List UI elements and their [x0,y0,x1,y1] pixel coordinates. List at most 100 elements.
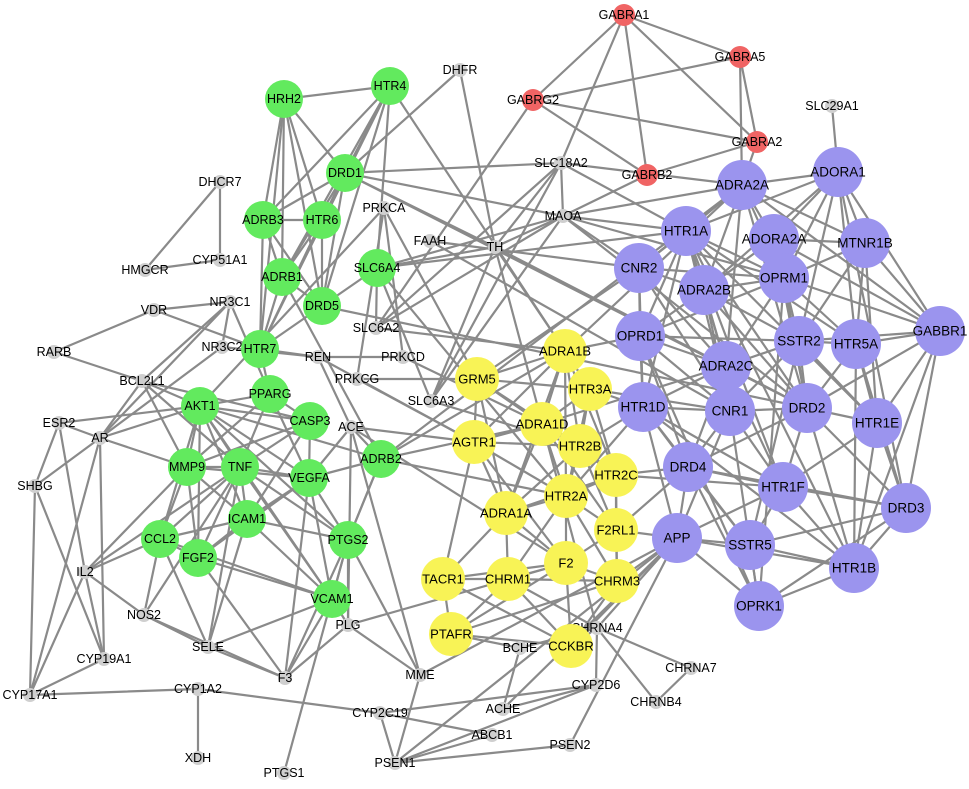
node-circle[interactable] [141,520,179,558]
node-circle[interactable] [725,520,775,570]
node-circle[interactable] [373,706,387,720]
node-circle[interactable] [278,671,292,685]
node-circle[interactable] [78,565,92,579]
node-cyp1a2[interactable]: CYP1A2 [174,682,222,696]
node-il2[interactable]: IL2 [76,565,94,579]
node-htr1f[interactable]: HTR1F [758,462,808,512]
node-circle[interactable] [684,661,698,675]
node-adrb3[interactable]: ADRB3 [242,201,284,239]
node-circle[interactable] [915,306,965,356]
node-adra2b[interactable]: ADRA2B [677,265,731,315]
node-vcam1[interactable]: VCAM1 [310,580,354,618]
node-circle[interactable] [213,175,227,189]
node-sele[interactable]: SELE [192,640,224,654]
node-icam1[interactable]: ICAM1 [228,500,266,538]
node-vdr[interactable]: VDR [141,303,167,317]
node-drd2[interactable]: DRD2 [782,383,832,433]
node-circle[interactable] [486,557,530,601]
node-ptafr[interactable]: PTAFR [429,612,473,656]
node-adra2c[interactable]: ADRA2C [699,341,754,391]
node-cnr1[interactable]: CNR1 [705,386,755,436]
node-htr1e[interactable]: HTR1E [852,398,902,448]
node-circle[interactable] [303,287,341,325]
node-mtnr1b[interactable]: MTNR1B [837,218,893,268]
node-circle[interactable] [23,688,37,702]
node-circle[interactable] [344,420,358,434]
node-f3[interactable]: F3 [278,671,293,685]
node-circle[interactable] [613,4,635,26]
node-circle[interactable] [358,249,396,287]
node-adra1d[interactable]: ADRA1D [516,402,569,446]
node-circle[interactable] [661,206,711,256]
node-circle[interactable] [589,678,603,692]
node-circle[interactable] [311,350,325,364]
node-circle[interactable] [484,491,528,535]
node-circle[interactable] [563,738,577,752]
node-slc18a2[interactable]: SLC18A2 [534,156,588,170]
node-circle[interactable] [881,483,931,533]
node-circle[interactable] [429,612,473,656]
node-adra1a[interactable]: ADRA1A [480,491,532,535]
node-circle[interactable] [652,513,702,563]
node-circle[interactable] [326,154,364,192]
node-circle[interactable] [813,147,863,197]
node-esr2[interactable]: ESR2 [43,416,76,430]
node-circle[interactable] [595,559,639,603]
node-oprk1[interactable]: OPRK1 [734,581,784,631]
node-circle[interactable] [421,557,465,601]
node-hmgcr[interactable]: HMGCR [121,263,169,277]
node-maoa[interactable]: MAOA [545,209,582,223]
node-circle[interactable] [244,201,282,239]
node-circle[interactable] [221,448,259,486]
node-agtr1[interactable]: AGTR1 [452,420,496,464]
node-circle[interactable] [749,214,799,264]
node-circle[interactable] [265,80,303,118]
node-circle[interactable] [290,459,328,497]
node-circle[interactable] [831,319,881,369]
node-htr2c[interactable]: HTR2C [594,453,638,497]
node-vegfa[interactable]: VEGFA [288,459,330,497]
node-circle[interactable] [52,416,66,430]
node-htr1d[interactable]: HTR1D [618,382,668,432]
node-circle[interactable] [263,258,301,296]
node-psen1[interactable]: PSEN1 [375,756,416,770]
node-adra1b[interactable]: ADRA1B [539,329,591,373]
node-circle[interactable] [614,243,664,293]
node-slc6a3[interactable]: SLC6A3 [408,394,455,408]
node-chrnb4[interactable]: CHRNB4 [630,695,682,709]
node-htr5a[interactable]: HTR5A [831,319,881,369]
node-circle[interactable] [590,621,604,635]
node-f2[interactable]: F2 [544,541,588,585]
node-circle[interactable] [485,728,499,742]
node-circle[interactable] [759,253,809,303]
node-circle[interactable] [93,431,107,445]
node-nr3c1[interactable]: NR3C1 [210,295,251,309]
node-cyp19a1[interactable]: CYP19A1 [77,652,132,666]
node-circle[interactable] [679,265,729,315]
node-app[interactable]: APP [652,513,702,563]
node-circle[interactable] [556,209,570,223]
node-htr4[interactable]: HTR4 [371,67,409,105]
node-dhcr7[interactable]: DHCR7 [198,175,242,189]
node-ace[interactable]: ACE [338,420,364,434]
node-hrh2[interactable]: HRH2 [265,80,303,118]
node-htr1b[interactable]: HTR1B [829,543,879,593]
node-ache[interactable]: ACHE [486,702,521,716]
node-akt1[interactable]: AKT1 [181,387,219,425]
node-circle[interactable] [663,442,713,492]
node-chrna7[interactable]: CHRNA7 [665,661,717,675]
node-xdh[interactable]: XDH [185,751,211,765]
node-tacr1[interactable]: TACR1 [421,557,465,601]
node-circle[interactable] [377,201,391,215]
node-circle[interactable] [544,541,588,585]
node-oprd1[interactable]: OPRD1 [615,311,665,361]
node-circle[interactable] [179,539,217,577]
node-circle[interactable] [191,751,205,765]
node-circle[interactable] [97,652,111,666]
node-adora2a[interactable]: ADORA2A [742,214,807,264]
node-circle[interactable] [424,394,438,408]
node-prkcg[interactable]: PRKCG [335,372,379,386]
node-circle[interactable] [453,63,467,77]
node-mmp9[interactable]: MMP9 [168,448,206,486]
node-ptgs1[interactable]: PTGS1 [264,766,305,780]
